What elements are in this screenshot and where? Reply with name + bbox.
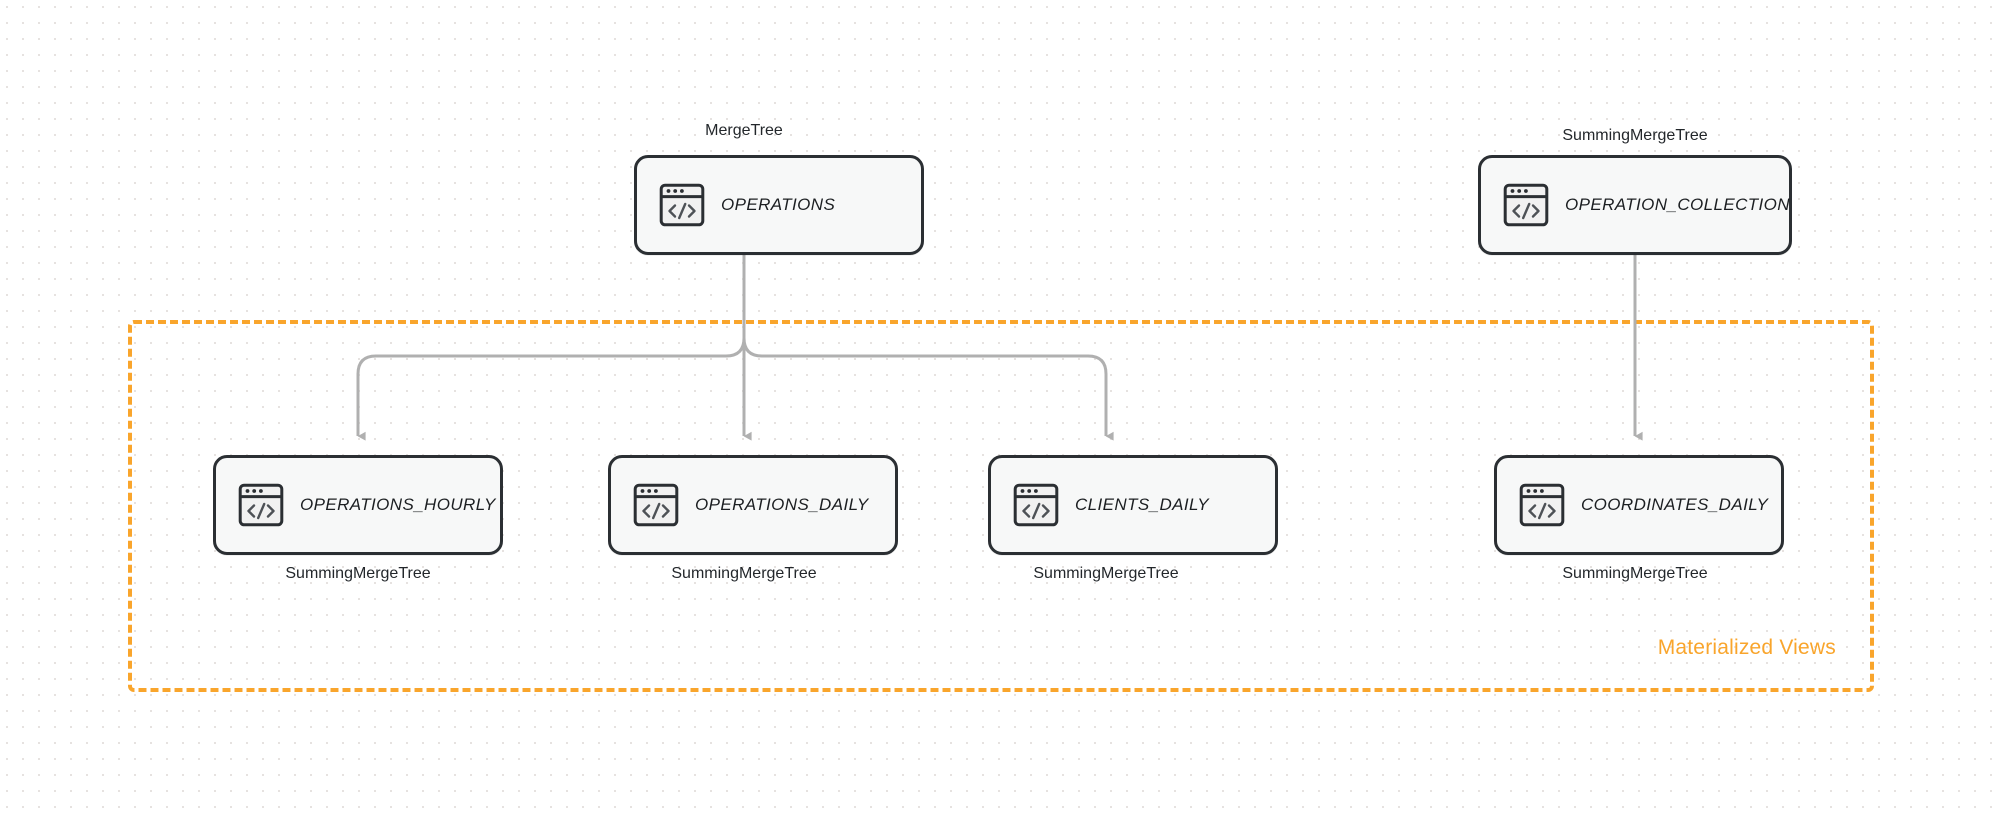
caption-operations-engine: MergeTree bbox=[705, 122, 783, 139]
code-window-icon bbox=[659, 183, 705, 227]
node-operation-collection[interactable]: OPERATION_COLLECTION bbox=[1478, 155, 1792, 255]
caption-operations-daily-engine: SummingMergeTree bbox=[671, 565, 817, 582]
code-window-icon bbox=[1013, 483, 1059, 527]
node-operation-collection-title: OPERATION_COLLECTION bbox=[1565, 195, 1790, 214]
caption-coordinates-daily-engine: SummingMergeTree bbox=[1562, 565, 1708, 582]
node-operations-title: OPERATIONS bbox=[721, 195, 836, 214]
caption-operations-hourly-engine: SummingMergeTree bbox=[285, 565, 431, 582]
node-operations-daily[interactable]: OPERATIONS_DAILY bbox=[608, 455, 898, 555]
materialized-views-group-label: Materialized Views bbox=[1657, 636, 1836, 659]
node-clients-daily[interactable]: CLIENTS_DAILY bbox=[988, 455, 1278, 555]
node-operations-hourly-title: OPERATIONS_HOURLY bbox=[300, 495, 496, 514]
node-operations-hourly[interactable]: OPERATIONS_HOURLY bbox=[213, 455, 503, 555]
caption-clients-daily-engine: SummingMergeTree bbox=[1033, 565, 1179, 582]
caption-operation-collection-engine: SummingMergeTree bbox=[1562, 127, 1708, 144]
node-operations[interactable]: OPERATIONS bbox=[634, 155, 924, 255]
node-coordinates-daily-title: COORDINATES_DAILY bbox=[1581, 495, 1769, 514]
code-window-icon bbox=[633, 483, 679, 527]
code-window-icon bbox=[1503, 183, 1549, 227]
node-operations-daily-title: OPERATIONS_DAILY bbox=[695, 495, 869, 514]
code-window-icon bbox=[1519, 483, 1565, 527]
code-window-icon bbox=[238, 483, 284, 527]
node-coordinates-daily[interactable]: COORDINATES_DAILY bbox=[1494, 455, 1784, 555]
node-clients-daily-title: CLIENTS_DAILY bbox=[1075, 495, 1210, 514]
